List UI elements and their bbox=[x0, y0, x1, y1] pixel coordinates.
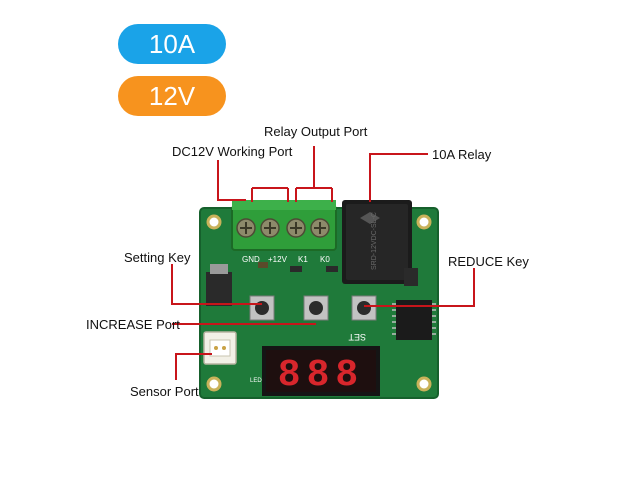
set-label: SET bbox=[348, 332, 366, 342]
reduce-key-button[interactable] bbox=[351, 295, 377, 321]
current-rating-badge: 10A bbox=[118, 24, 226, 64]
relay-marking: SRD-12VDC-SL-C bbox=[371, 212, 378, 270]
display-digits: 888 bbox=[278, 354, 364, 397]
terminal-label-k0: K0 bbox=[320, 255, 330, 264]
callout-relay-output-port: Relay Output Port bbox=[264, 124, 368, 139]
callout-setting-key: Setting Key bbox=[124, 250, 191, 265]
terminal-block bbox=[231, 200, 337, 251]
callout-10a-relay: 10A Relay bbox=[432, 147, 492, 162]
voltage-rating-badge: 12V bbox=[118, 76, 226, 116]
voltage-regulator bbox=[206, 272, 232, 306]
mounting-hole bbox=[416, 376, 432, 392]
microcontroller-chip bbox=[396, 300, 432, 340]
led-label: LED bbox=[250, 378, 262, 384]
callout-sensor-port: Sensor Port bbox=[130, 384, 199, 399]
mounting-hole bbox=[416, 214, 432, 230]
led-display: 888 bbox=[262, 346, 380, 397]
terminal-label-12v: +12V bbox=[268, 255, 288, 264]
terminal-label-k1: K1 bbox=[298, 255, 308, 264]
callout-dc12v-working-port: DC12V Working Port bbox=[172, 144, 293, 159]
relay: SRD-12VDC-SL-C bbox=[342, 200, 412, 284]
setting-key-button[interactable] bbox=[249, 295, 275, 321]
mounting-hole bbox=[206, 376, 222, 392]
sensor-connector bbox=[203, 331, 237, 365]
callout-reduce-key: REDUCE Key bbox=[448, 254, 529, 269]
increase-key-button[interactable] bbox=[303, 295, 329, 321]
terminal-label-gnd: GND bbox=[242, 255, 260, 264]
mounting-hole bbox=[206, 214, 222, 230]
callout-increase-port: INCREASE Port bbox=[86, 317, 180, 332]
